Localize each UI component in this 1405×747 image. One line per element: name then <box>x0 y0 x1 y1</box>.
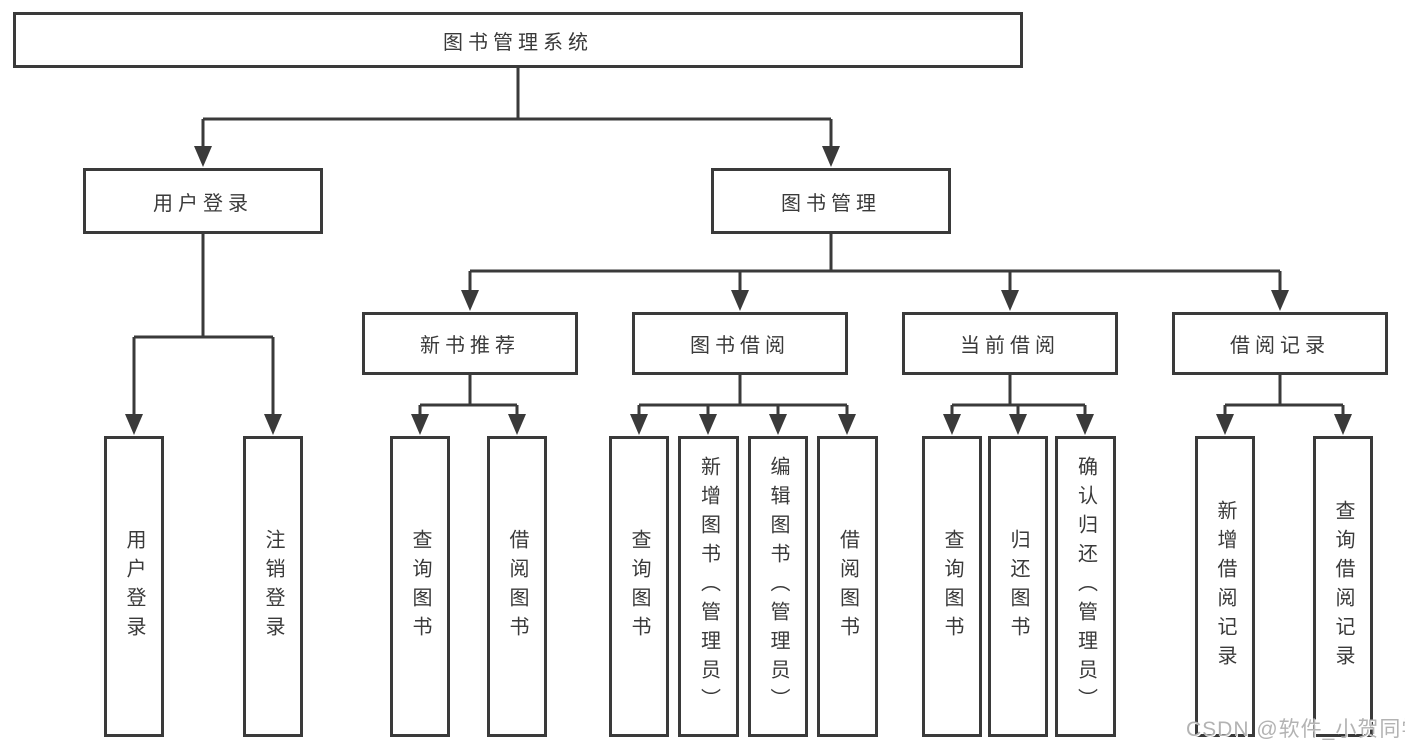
leaf-user-login-box: 用户登录 <box>104 436 164 737</box>
root-box-library-management-system: 图书管理系统 <box>13 12 1023 68</box>
node-borrowing-records-box: 借阅记录 <box>1172 312 1388 375</box>
connector-current-to-leaves <box>943 375 1094 435</box>
leaf-borrow-books-recommend-box: 借阅图书 <box>487 436 547 737</box>
connector-recommendation-to-leaves <box>411 375 526 435</box>
leaf-add-borrow-record-box: 新增借阅记录 <box>1195 436 1255 737</box>
connector-user-login-to-leaves <box>125 234 282 435</box>
leaf-return-books-box: 归还图书 <box>988 436 1048 737</box>
leaf-logout-box: 注销登录 <box>243 436 303 737</box>
leaf-add-books-admin-box: 新增图书（管理员） <box>678 436 739 737</box>
leaf-edit-books-admin-box: 编辑图书（管理员） <box>748 436 808 737</box>
branch-book-management-box: 图书管理 <box>711 168 951 234</box>
connector-book-management-to-level3 <box>461 234 1289 311</box>
node-current-borrowing-box: 当前借阅 <box>902 312 1118 375</box>
node-new-book-recommendation-box: 新书推荐 <box>362 312 578 375</box>
leaf-query-books-current-box: 查询图书 <box>922 436 982 737</box>
csdn-watermark: CSDN @软件_小贺同学 <box>1186 718 1405 741</box>
connector-records-to-leaves <box>1216 375 1352 435</box>
branch-user-login-box: 用户登录 <box>83 168 323 234</box>
node-book-borrowing-box: 图书借阅 <box>632 312 848 375</box>
connector-root-to-level2 <box>194 68 840 167</box>
leaf-query-books-borrow-box: 查询图书 <box>609 436 669 737</box>
leaf-query-borrow-record-box: 查询借阅记录 <box>1313 436 1373 737</box>
leaf-confirm-return-admin-box: 确认归还（管理员） <box>1055 436 1116 737</box>
leaf-borrow-books-box: 借阅图书 <box>817 436 878 737</box>
connector-borrowing-to-leaves <box>630 375 856 435</box>
leaf-query-books-recommend-box: 查询图书 <box>390 436 450 737</box>
